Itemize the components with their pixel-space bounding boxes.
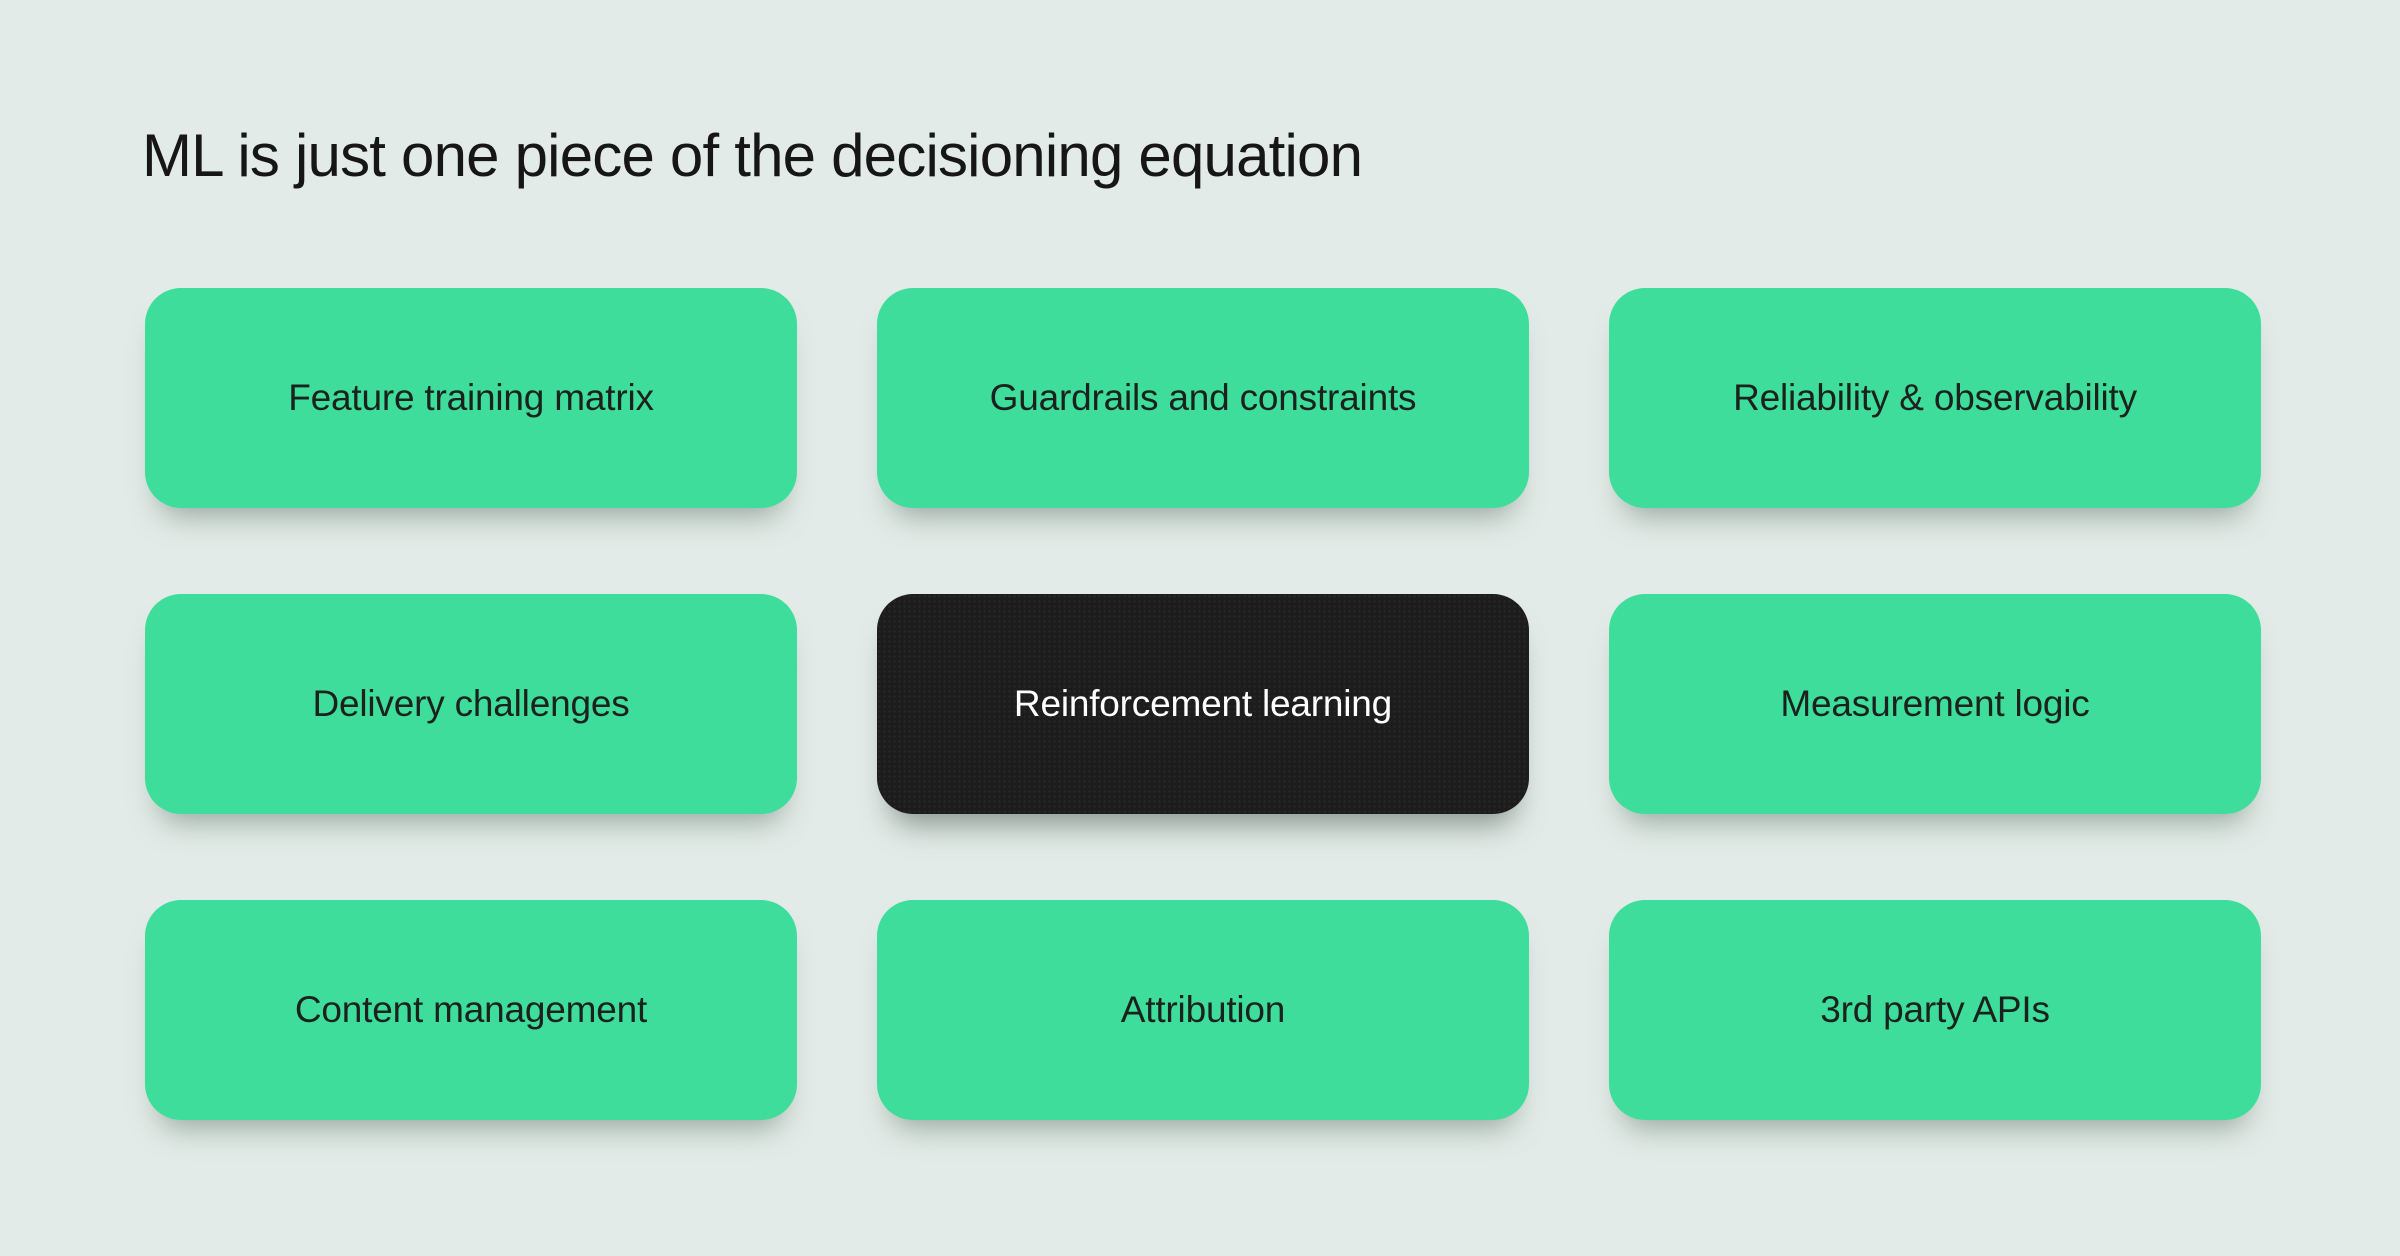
card: Reinforcement learning: [877, 594, 1529, 814]
card: Content management: [145, 900, 797, 1120]
card-label: Reinforcement learning: [1013, 683, 1393, 724]
card: Attribution: [877, 900, 1529, 1120]
card-grid: Feature training matrix Guardrails and co…: [145, 288, 2261, 1120]
card-label: Attribution: [1120, 989, 1286, 1030]
card: Reliability & observability: [1609, 288, 2261, 508]
card-label: Reliability & observability: [1733, 377, 2137, 418]
card-label: Feature training matrix: [288, 377, 654, 418]
card: Guardrails and constraints: [877, 288, 1529, 508]
slide-title: ML is just one piece of the decisioning …: [142, 122, 1363, 189]
card-label: Content management: [294, 989, 648, 1030]
card: Delivery challenges: [145, 594, 797, 814]
card-label: Measurement logic: [1780, 683, 2090, 724]
card: Feature training matrix: [145, 288, 797, 508]
card: Measurement logic: [1609, 594, 2261, 814]
card-label: 3rd party APIs: [1820, 989, 2050, 1030]
card-label: Delivery challenges: [312, 683, 630, 724]
card: 3rd party APIs: [1609, 900, 2261, 1120]
card-label: Guardrails and constraints: [989, 377, 1417, 418]
